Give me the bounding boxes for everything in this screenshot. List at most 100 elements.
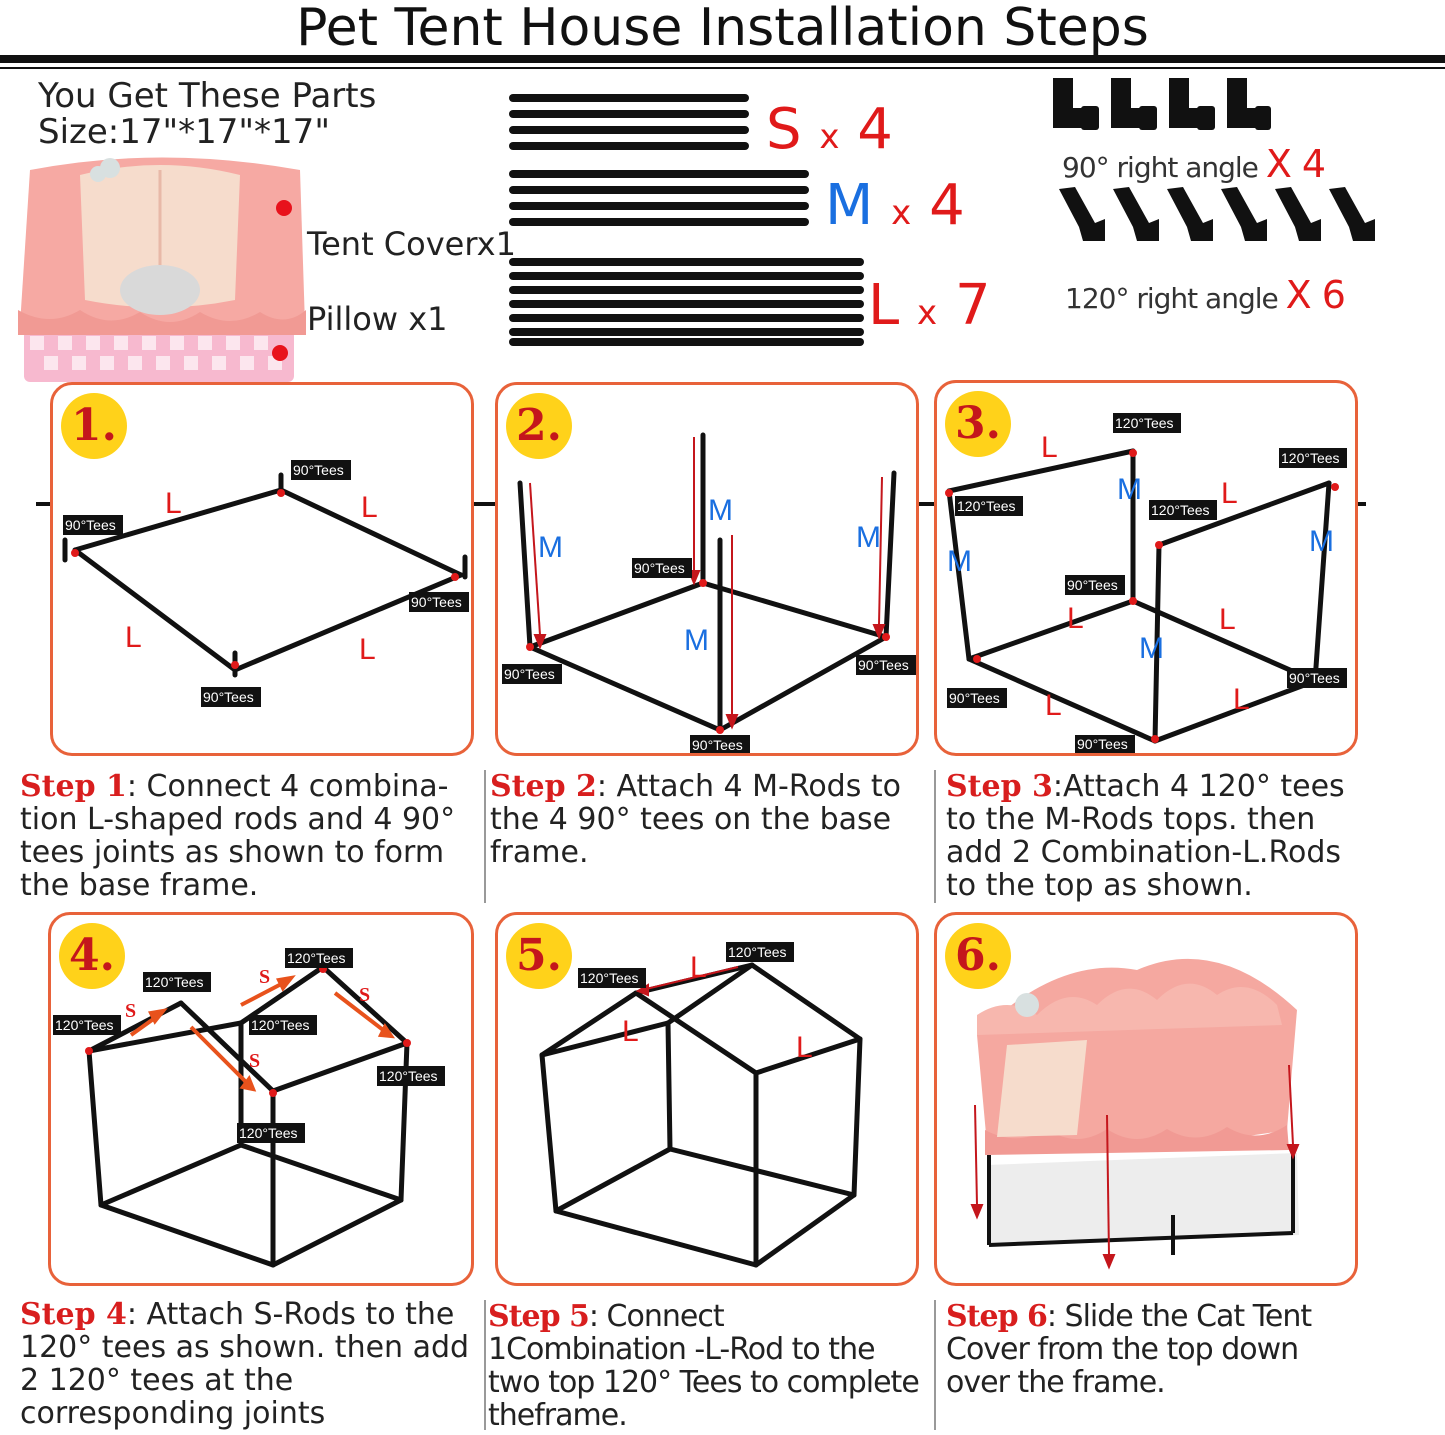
- s-rod-count: S x 4: [766, 102, 893, 165]
- l-label: L: [1067, 602, 1084, 635]
- l-label: L: [1221, 477, 1238, 510]
- step-2-diagram: M M M M 90°Tees 90°Tees 90°Tees 90°Tees: [502, 432, 916, 753]
- l-label: L: [1233, 683, 1250, 716]
- m-label: M: [1117, 473, 1142, 506]
- step-5-text: Step 5: Connect 1Combination -L-Rod to t…: [488, 1300, 928, 1432]
- column-divider: [484, 1300, 486, 1430]
- tee-label: 90°Tees: [1289, 670, 1340, 686]
- step-3-panel: 120°Tees 120°Tees 120°Tees 120°Tees 90°T…: [934, 380, 1358, 756]
- ninety-tee-count: X 4: [1265, 142, 1326, 186]
- l-rod-times: x: [917, 293, 938, 333]
- s-label: S: [249, 1050, 260, 1072]
- column-divider: [484, 770, 486, 903]
- one-twenty-tee-count: X 6: [1285, 273, 1346, 317]
- one-twenty-tee-fittings: [1059, 187, 1375, 241]
- m-rod-letter: M: [825, 173, 874, 238]
- step-1-label: Step 1: [20, 769, 127, 804]
- step-2-badge: 2.: [506, 393, 572, 459]
- pillow-label: Pillow x1: [307, 300, 448, 338]
- step-4-body: : Attach S-Rods to the 120° tees as show…: [20, 1297, 470, 1431]
- tee-label: 90°Tees: [1077, 736, 1128, 752]
- one-twenty-tee-text: 120° right angle: [1065, 282, 1279, 315]
- tee-label: 90°Tees: [692, 737, 743, 753]
- tee-label: 90°Tees: [504, 666, 555, 682]
- l-label: L: [690, 951, 707, 984]
- step-5-body: : Connect 1Combination -L-Rod to the two…: [488, 1299, 920, 1433]
- ninety-tee-label: 90° right angle X 4: [1062, 142, 1326, 186]
- tee-label: 90°Tees: [293, 462, 344, 478]
- column-divider: [934, 1300, 936, 1430]
- ninety-tee-text: 90° right angle: [1062, 151, 1259, 184]
- tee-label: 120°Tees: [251, 1017, 310, 1033]
- s-label: S: [259, 966, 270, 988]
- l-label: L: [796, 1031, 813, 1064]
- ninety-tee-fittings: [1053, 78, 1271, 130]
- step-6-illustration: [970, 958, 1300, 1270]
- step-2-text: Step 2: Attach 4 M-Rods to the 4 90° tee…: [490, 770, 915, 869]
- tee-label: 120°Tees: [55, 1017, 114, 1033]
- l-label: L: [359, 633, 376, 666]
- parts-size: Size:17"*17"*17": [38, 112, 330, 152]
- tee-label: 90°Tees: [858, 657, 909, 673]
- tent-cover-label: Tent Coverx1: [307, 225, 516, 263]
- tee-label: 90°Tees: [949, 690, 1000, 706]
- column-divider: [934, 770, 936, 903]
- step-5-panel: 120°Tees 120°Tees L L L 5.: [495, 912, 919, 1286]
- pillow-marker: [272, 345, 288, 361]
- tee-tags: 90°Tees 90°Tees 90°Tees 90°Tees: [63, 460, 469, 707]
- step-1-text: Step 1: Connect 4 combina-tion L-shaped …: [20, 770, 465, 902]
- step-3-diagram: 120°Tees 120°Tees 120°Tees 120°Tees 90°T…: [945, 413, 1347, 753]
- l-label: L: [1041, 431, 1058, 464]
- step-1-badge: 1.: [61, 393, 127, 459]
- step-4-text: Step 4: Attach S-Rods to the 120° tees a…: [20, 1298, 480, 1430]
- tee-label: 120°Tees: [1281, 450, 1340, 466]
- step-6-body: : Slide the Cat Tent Cover from the top …: [946, 1299, 1312, 1400]
- l-label: L: [361, 491, 378, 524]
- s-label: S: [125, 1000, 136, 1022]
- tee-label: 120°Tees: [957, 498, 1016, 514]
- m-rod-count: M x 4: [825, 178, 965, 241]
- m-rod-number: 4: [929, 173, 965, 238]
- step-3-text: Step 3:Attach 4 120° tees to the M-Rods …: [946, 770, 1376, 902]
- step-4-diagram: 120°Tees 120°Tees 120°Tees 120°Tees 120°…: [53, 948, 445, 1268]
- l-label: L: [1045, 689, 1062, 722]
- tee-label: 120°Tees: [1115, 415, 1174, 431]
- m-label: M: [856, 521, 881, 554]
- step-2-label: Step 2: [490, 769, 597, 804]
- l-rod-letter: L: [868, 273, 900, 338]
- m-label: M: [1309, 525, 1334, 558]
- tent-cover-illustration: [18, 157, 306, 382]
- step-3-label: Step 3: [946, 769, 1053, 804]
- title-rule: [0, 55, 1445, 63]
- step-5-badge: 5.: [506, 923, 572, 989]
- tee-label: 120°Tees: [287, 950, 346, 966]
- s-rod-times: x: [819, 117, 840, 157]
- rod-bundle: [509, 94, 864, 346]
- tent-cover-marker: [276, 200, 292, 216]
- tee-label: 120°Tees: [379, 1068, 438, 1084]
- tee-label: 90°Tees: [634, 560, 685, 576]
- m-label: M: [947, 545, 972, 578]
- tee-label: 90°Tees: [65, 517, 116, 533]
- step-6-text: Step 6: Slide the Cat Tent Cover from th…: [946, 1300, 1366, 1399]
- step-3-body: :Attach 4 120° tees to the M-Rods tops. …: [946, 769, 1345, 903]
- l-label: L: [125, 621, 142, 654]
- l-rod-number: 7: [954, 273, 991, 338]
- one-twenty-tee-label: 120° right angle X 6: [1065, 273, 1346, 317]
- page-title: Pet Tent House Installation Steps: [296, 0, 1149, 58]
- m-label: M: [1139, 632, 1164, 665]
- l-label: L: [1219, 603, 1236, 636]
- step-6-badge: 6.: [945, 923, 1011, 989]
- step-1-diagram: 90°Tees 90°Tees 90°Tees 90°Tees L L L L: [62, 460, 469, 707]
- parts-heading: You Get These Parts Size:17"*17"*17": [38, 78, 376, 150]
- m-label: M: [708, 494, 733, 527]
- step-1-panel: 90°Tees 90°Tees 90°Tees 90°Tees L L L L …: [50, 382, 474, 756]
- step-1-body: : Connect 4 combina-tion L-shaped rods a…: [20, 769, 456, 903]
- step-6-label: Step 6: [946, 1299, 1048, 1334]
- step-6-panel: 6.: [934, 912, 1358, 1286]
- tee-label: 90°Tees: [1067, 577, 1118, 593]
- tee-label: 120°Tees: [145, 974, 204, 990]
- step-4-label: Step 4: [20, 1297, 127, 1332]
- l-rod-count: L x 7: [868, 278, 991, 341]
- tee-label: 120°Tees: [1151, 502, 1210, 518]
